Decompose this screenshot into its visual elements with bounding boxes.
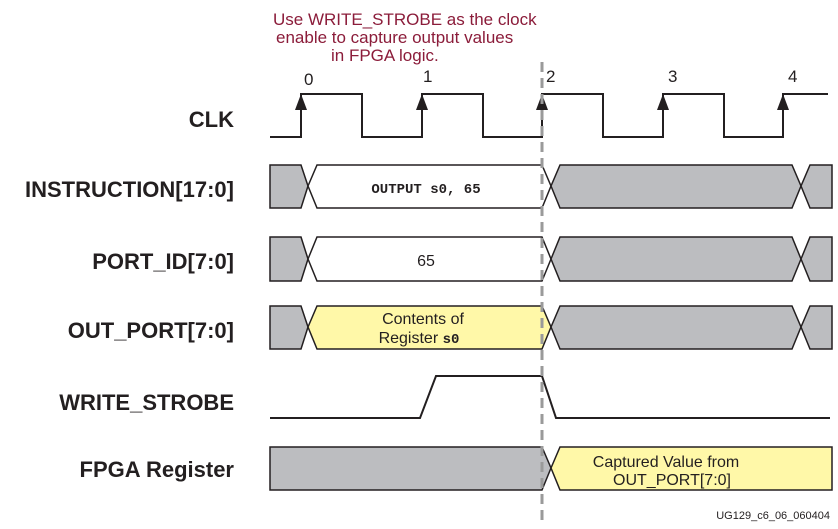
write-strobe-waveform xyxy=(270,375,830,419)
out-port-value-line-2: Register s0 xyxy=(379,330,460,348)
signal-label-instruction: INSTRUCTION[17:0] xyxy=(25,177,234,202)
out-port-bus-before xyxy=(269,305,309,350)
annotation-line-3: in FPGA logic. xyxy=(331,46,439,65)
signal-label-write-strobe: WRITE_STROBE xyxy=(59,390,234,415)
out-port-bus xyxy=(269,305,833,350)
instruction-value: OUTPUT s0, 65 xyxy=(371,182,480,198)
out-port-register-prefix: Register xyxy=(379,330,443,347)
clock-edge-4: 4 xyxy=(788,67,797,86)
instruction-bus xyxy=(269,164,833,209)
clk-rising-arrow-3 xyxy=(657,94,669,110)
fpga-register-bus-captured xyxy=(550,446,833,491)
signal-label-port-id: PORT_ID[7:0] xyxy=(92,249,234,274)
fpga-register-value-line-2: OUT_PORT[7:0] xyxy=(613,472,731,489)
clk-rising-arrow-1 xyxy=(416,94,428,110)
instruction-bus-before xyxy=(269,164,309,209)
instruction-bus-after xyxy=(550,164,802,209)
clk-rising-arrow-0 xyxy=(295,94,307,110)
out-port-bus-after xyxy=(550,305,802,350)
signal-label-out-port: OUT_PORT[7:0] xyxy=(68,318,234,343)
clk-rising-arrow-4 xyxy=(777,94,789,110)
fpga-register-bus-before xyxy=(269,446,552,491)
clock-edge-3: 3 xyxy=(668,67,677,86)
port-id-bus-after xyxy=(550,236,802,282)
port-id-bus xyxy=(269,236,833,282)
annotation-line-2: enable to capture output values xyxy=(276,28,513,47)
clock-edge-2: 2 xyxy=(546,67,555,86)
fpga-register-value-line-1: Captured Value from xyxy=(593,454,739,471)
signal-label-clk: CLK xyxy=(189,107,234,132)
clk-waveform xyxy=(270,93,828,138)
figure-id: UG129_c6_06_060404 xyxy=(716,510,830,522)
port-id-bus-before xyxy=(269,236,309,282)
annotation-line-1: Use WRITE_STROBE as the clock xyxy=(273,10,537,29)
clock-edge-1: 1 xyxy=(423,67,432,86)
out-port-register-name: s0 xyxy=(443,332,460,348)
instruction-bus-next xyxy=(800,164,833,209)
port-id-value: 65 xyxy=(417,253,435,270)
out-port-bus-next xyxy=(800,305,833,350)
signal-label-fpga-register: FPGA Register xyxy=(80,457,235,482)
port-id-bus-next xyxy=(800,236,833,282)
fpga-register-bus xyxy=(269,446,833,491)
out-port-value-line-1: Contents of xyxy=(382,311,464,328)
clock-edge-0: 0 xyxy=(304,70,313,89)
